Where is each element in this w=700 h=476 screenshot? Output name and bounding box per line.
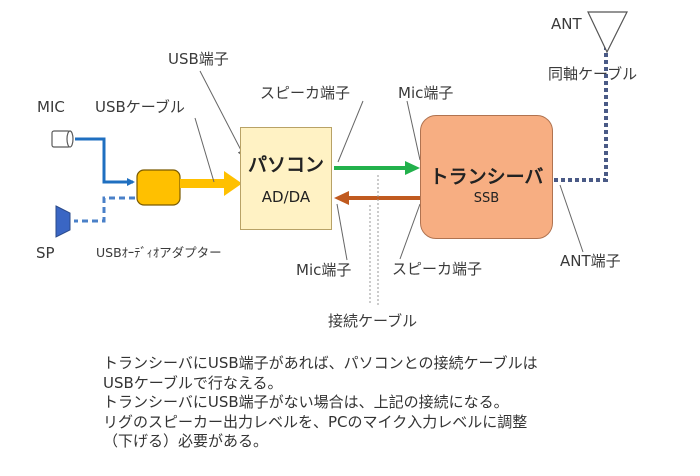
transceiver-subtitle: SSB [473,191,500,206]
note-line: トランシーバにUSB端子がない場合は、上記の接続になる。 [103,393,509,411]
speaker-icon [55,205,71,238]
ant-port-callout [559,184,584,253]
pc-title: パソコン [247,154,324,176]
ant-label: ANT [551,15,582,33]
coax-label: 同軸ケーブル [548,65,638,83]
mic-cable [75,137,135,186]
usb-audio-adapter-label: USBｵｰﾃﾞｨｵアダプター [96,245,222,260]
notes-block: トランシーバにUSB端子があれば、パソコンとの接続ケーブルは USBケーブルで行… [103,354,538,452]
speaker-port-top-label: スピーカ端子 [260,84,351,102]
ant-port-label: ANT端子 [560,252,621,270]
antenna-icon [587,11,628,54]
note-line: USBケーブルで行なえる。 [103,373,283,392]
usb-port-callout [199,70,245,158]
transceiver-box: トランシーバ SSB [420,115,553,239]
speaker-cable [74,196,135,223]
usb-cable-callout [194,117,215,183]
speaker-port-bottom-callout [399,203,421,260]
usb-cable-arrow [180,171,242,196]
sp-label: SP [36,244,55,262]
mic-port-bottom-label: Mic端子 [296,261,352,279]
speaker-port-bottom-label: スピーカ端子 [392,260,483,278]
connect-cable-label: 接続ケーブル [328,312,418,330]
usb-cable-label: USBケーブル [95,98,185,116]
note-line: リグのスピーカー出力レベルを、PCのマイク入力レベルに調整 [103,412,528,431]
audio-out-arrow [334,161,420,175]
note-line: トランシーバにUSB端子があれば、パソコンとの接続ケーブルは [103,354,538,372]
usb-audio-adapter [136,169,181,206]
speaker-port-top-callout [337,100,364,163]
note-line: （下げる）必要がある。 [103,432,269,450]
mic-label: MIC [37,98,65,116]
pc-subtitle: AD/DA [261,188,311,206]
usb-port-top-label: USB端子 [168,50,229,68]
audio-in-arrow [334,191,420,205]
mic-port-top-callout [406,100,421,161]
coax-cable [554,34,608,182]
transceiver-title: トランシーバ [429,166,544,188]
microphone-icon [51,130,74,148]
mic-port-bottom-callout [336,203,348,261]
connection-diagram [51,11,628,305]
pc-box: パソコン AD/DA [240,127,332,230]
mic-port-top-label: Mic端子 [398,84,454,102]
